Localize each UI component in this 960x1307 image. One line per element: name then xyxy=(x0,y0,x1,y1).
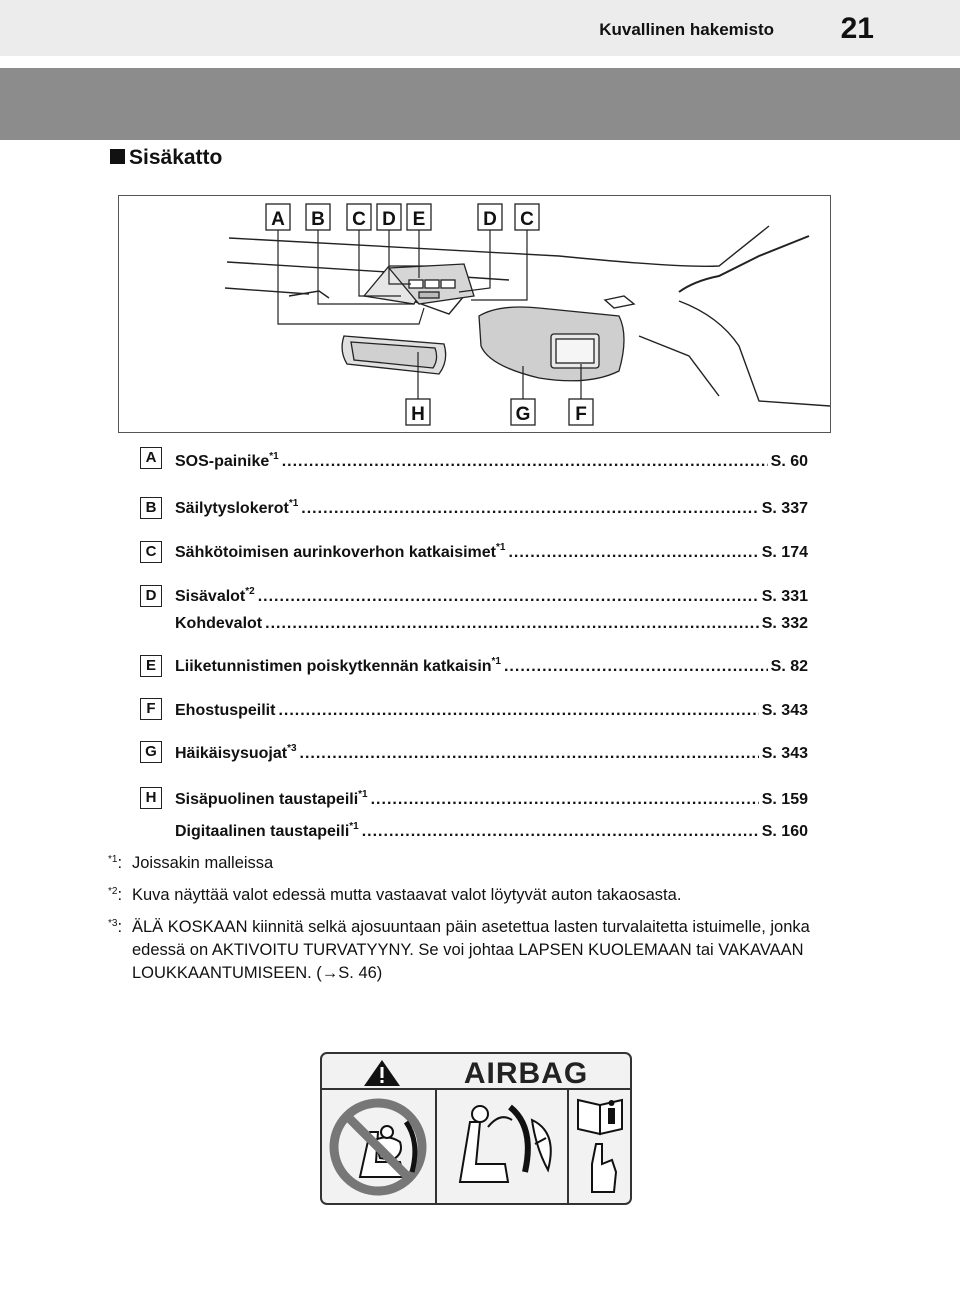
footnote-mark: *3 xyxy=(108,918,118,929)
item-label: Säilytyslokerot xyxy=(175,500,289,517)
index-line: Sähkötoimisen aurinkoverhon katkaisimet*… xyxy=(175,542,808,562)
index-line: Sisäpuolinen taustapeili*1 S. 159 xyxy=(175,789,808,809)
page-reference[interactable]: S. 159 xyxy=(761,791,808,808)
item-footnote-mark: *1 xyxy=(349,821,359,832)
index-line: Kohdevalot S. 332 xyxy=(175,615,808,633)
callout-a: A xyxy=(271,209,285,230)
page-reference[interactable]: S. 343 xyxy=(761,702,808,719)
index-line: Liiketunnistimen poiskytkennän katkaisin… xyxy=(175,656,808,676)
page-reference[interactable]: S. 82 xyxy=(770,658,808,675)
letter-badge: E xyxy=(140,655,162,677)
letter-badge: B xyxy=(140,497,162,519)
leader-dots xyxy=(508,544,758,562)
callout-h: H xyxy=(411,404,425,425)
square-bullet-icon xyxy=(110,149,125,164)
page-reference[interactable]: S. 332 xyxy=(761,615,808,632)
airbag-title: AIRBAG xyxy=(464,1057,588,1090)
section-title: Sisäkatto xyxy=(129,146,223,169)
page-reference[interactable]: S. 343 xyxy=(761,745,808,762)
interior-ceiling-drawing: A B C D E D C H G F xyxy=(224,203,830,426)
leader-dots xyxy=(504,658,768,676)
section-heading: Sisäkatto xyxy=(110,146,222,170)
letter-badge: H xyxy=(140,787,162,809)
page-reference[interactable]: S. 60 xyxy=(770,453,808,470)
index-line: Sisävalot*2 S. 331 xyxy=(175,586,808,606)
read-manual-icon xyxy=(577,1098,623,1193)
leader-dots xyxy=(258,588,759,606)
footnote: *2: Kuva näyttää valot edessä mutta vast… xyxy=(108,886,682,904)
letter-badge: C xyxy=(140,541,162,563)
callout-e: E xyxy=(413,209,426,230)
callout-d-2: D xyxy=(483,209,497,230)
callout-d: D xyxy=(382,209,396,230)
callout-c-2: C xyxy=(520,209,534,230)
letter-badge: F xyxy=(140,698,162,720)
footnote: *1: Joissakin malleissa xyxy=(108,854,274,872)
footnote: *3: ÄLÄ KOSKAAN kiinnitä selkä ajosuunta… xyxy=(108,918,810,982)
airbag-deploy-icon xyxy=(458,1104,552,1183)
leader-dots xyxy=(282,453,768,471)
footnote-text: ÄLÄ KOSKAAN kiinnitä selkä ajosuuntaan p… xyxy=(132,918,810,982)
footnote-mark: *2 xyxy=(108,886,118,897)
running-title: Kuvallinen hakemisto xyxy=(599,20,774,39)
item-footnote-mark: *1 xyxy=(491,656,501,667)
leader-dots xyxy=(300,745,759,763)
letter-badge: A xyxy=(140,447,162,469)
item-footnote-mark: *1 xyxy=(358,789,368,800)
item-label: Sisäpuolinen taustapeili xyxy=(175,791,359,808)
footnote-text: Kuva näyttää valot edessä mutta vastaava… xyxy=(132,886,682,904)
item-label: Häikäisysuojat xyxy=(175,745,288,762)
chapter-band xyxy=(0,68,960,140)
leader-dots xyxy=(371,791,759,809)
page-number: 21 xyxy=(840,12,874,45)
callout-c: C xyxy=(352,209,366,230)
index-line: SOS-painike*1 S. 60 xyxy=(175,451,808,471)
item-label: Sähkötoimisen aurinkoverhon katkaisimet xyxy=(175,544,496,561)
leader-dots xyxy=(301,500,758,518)
leader-dots xyxy=(362,823,759,841)
index-line: Ehostuspeilit S. 343 xyxy=(175,702,808,720)
item-label: Liiketunnistimen poiskytkennän katkaisin xyxy=(175,658,492,675)
leader-dots xyxy=(278,702,758,720)
callout-g: G xyxy=(516,404,531,425)
index-line: Säilytyslokerot*1 S. 337 xyxy=(175,498,808,518)
footnote-text: Joissakin malleissa xyxy=(132,854,274,872)
footnote-mark: *1 xyxy=(108,854,118,865)
warning-triangle-icon xyxy=(364,1060,400,1086)
airbag-warning-label: AIRBAG xyxy=(320,1052,632,1205)
item-footnote-mark: *2 xyxy=(245,586,255,597)
callout-b: B xyxy=(311,209,325,230)
index-line: Häikäisysuojat*3 S. 343 xyxy=(175,743,808,763)
footnotes: *1: Joissakin malleissa *2: Kuva näyttää… xyxy=(108,852,828,994)
item-footnote-mark: *1 xyxy=(269,451,279,462)
airbag-warning-graphic: AIRBAG xyxy=(320,1052,632,1205)
index-line: Digitaalinen taustapeili*1 S. 160 xyxy=(175,821,808,841)
item-label: Ehostuspeilit xyxy=(175,702,276,719)
item-footnote-mark: *3 xyxy=(287,743,297,754)
page-reference[interactable]: S. 160 xyxy=(761,823,808,840)
item-label: SOS-painike xyxy=(175,453,270,470)
letter-badge: D xyxy=(140,585,162,607)
item-footnote-mark: *1 xyxy=(496,542,506,553)
page-reference[interactable]: S. 174 xyxy=(761,544,808,561)
page-reference[interactable]: S. 337 xyxy=(761,500,808,517)
item-footnote-mark: *1 xyxy=(288,498,299,509)
item-label: Digitaalinen taustapeili xyxy=(175,823,350,840)
page-reference[interactable]: S. 331 xyxy=(761,588,808,605)
callout-f: F xyxy=(575,404,587,425)
item-label: Sisävalot xyxy=(175,588,246,605)
header-strip xyxy=(0,0,960,56)
letter-badge: G xyxy=(140,741,162,763)
overhead-console-illustration: A B C D E D C H G F xyxy=(118,195,831,433)
no-rear-facing-child-seat-icon xyxy=(329,1098,427,1196)
leader-dots xyxy=(265,615,759,633)
item-label: Kohdevalot xyxy=(175,615,263,632)
